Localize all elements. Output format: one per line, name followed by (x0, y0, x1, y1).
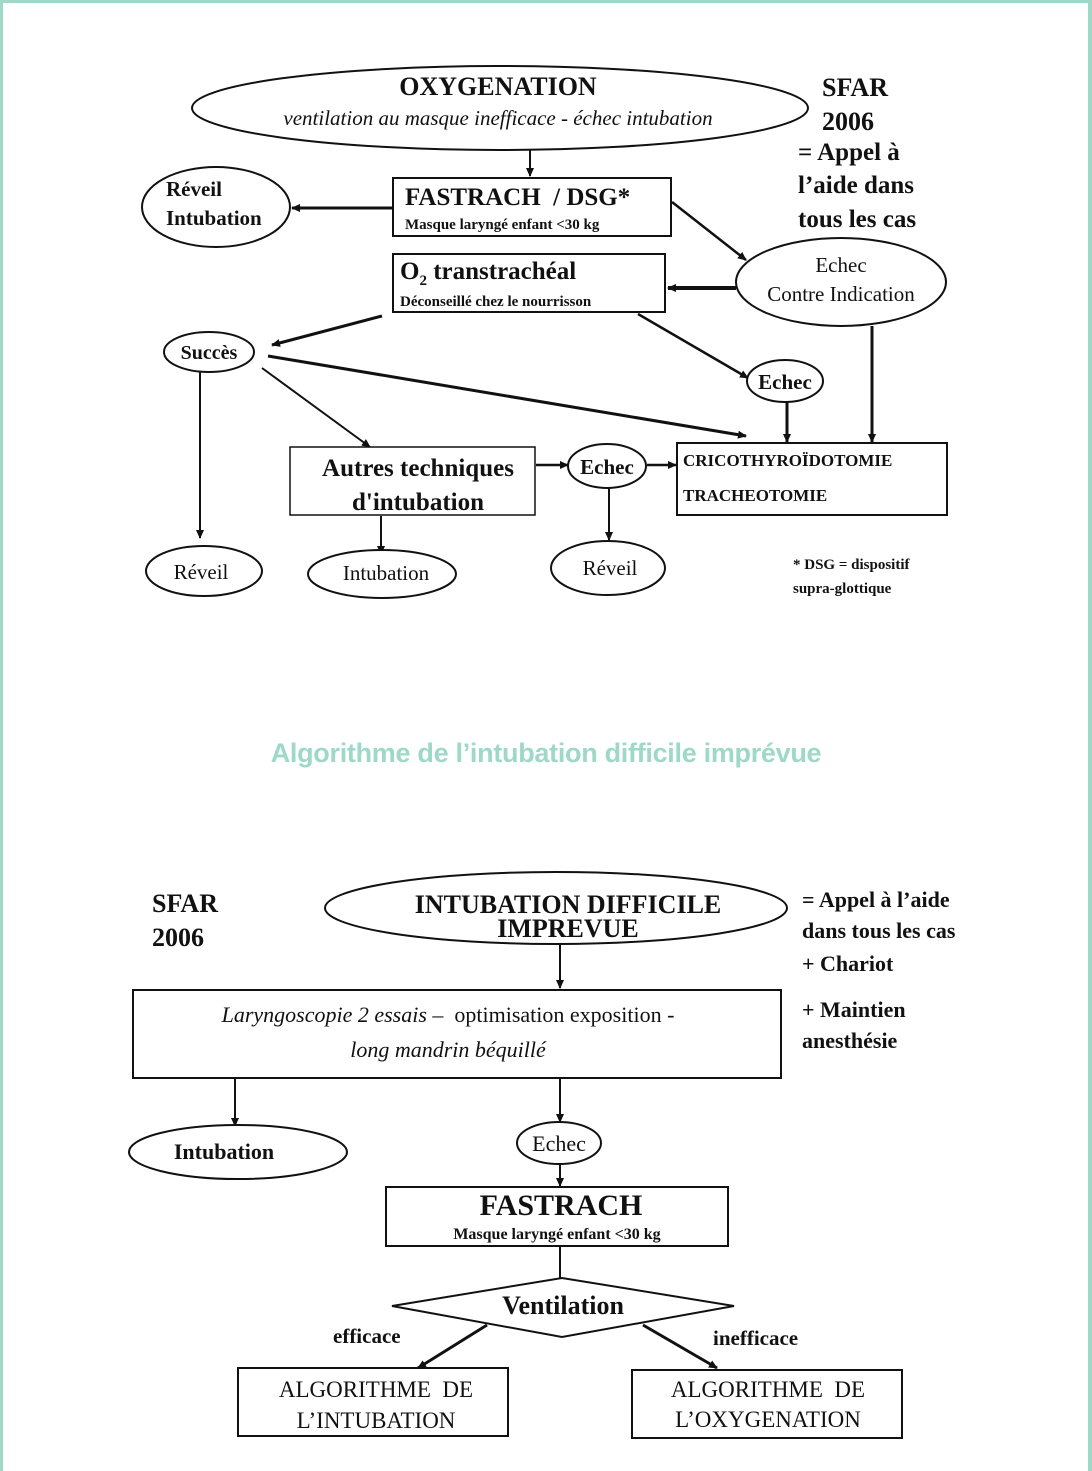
intubation-node: Intubation (307, 549, 457, 599)
arrow-succes-to-crico (267, 354, 747, 439)
reveil-intubation-node: Réveil Intubation (141, 166, 291, 248)
echec-right-node: Echec (746, 359, 824, 403)
help-note-line: = Appel à l’aide (802, 887, 950, 912)
echec-mid-node: Echec (567, 443, 647, 489)
help-note-line: dans tous les cas (802, 918, 956, 943)
footnote-line: * DSG = dispositif (793, 557, 910, 573)
fastrach-dsg-node: FASTRACH / DSG* Masque laryngé enfant <3… (392, 177, 672, 237)
node-text: Réveil (166, 177, 222, 201)
ventilation-decision-node: Ventilation (391, 1276, 735, 1339)
sfar-year: 2006 (152, 923, 204, 952)
intubation-node: Intubation (128, 1124, 348, 1180)
fastrach-node: FASTRACH Masque laryngé enfant <30 kg (385, 1186, 729, 1247)
arrow-ventilation-to-algo-oxygenation (642, 1323, 718, 1370)
help-note-line: tous les cas (798, 206, 916, 233)
echec-node: Echec (516, 1121, 602, 1165)
node-text: Ventilation (502, 1291, 624, 1320)
node-text: Intubation (166, 206, 262, 230)
oxygenation-subtitle: ventilation au masque inefficace - échec… (283, 106, 712, 130)
sfar-note-top: SFAR 2006 = Appel à l’aide dans tous les… (798, 73, 916, 233)
sfar-label: SFAR (152, 889, 218, 918)
node-text: INTUBATION DIFFICILE (415, 890, 722, 919)
node-text: L’OXYGENATION (675, 1407, 861, 1432)
sfar-label: SFAR (822, 73, 888, 102)
unexpected-difficult-intubation-diagram: SFAR 2006 INTUBATION DIFFICILE IMPREVUE … (128, 871, 956, 1439)
node-text: d'intubation (352, 489, 484, 516)
label-inefficace: inefficace (713, 1326, 798, 1350)
node-text: Echec (532, 1131, 586, 1156)
echec-contre-indication-node: Echec Contre Indication (735, 237, 947, 327)
node-text: Intubation (174, 1139, 274, 1164)
laryngoscopie-node: Laryngoscopie 2 essais – optimisation ex… (132, 989, 782, 1079)
fastrach-subtitle: Masque laryngé enfant <30 kg (453, 1226, 660, 1243)
arrow-fastrach-to-echec-ci (671, 201, 747, 261)
arrow-succes-to-autres (261, 367, 371, 448)
node-text: Réveil (174, 560, 229, 584)
connectors (231, 945, 718, 1370)
node-text: CRICOTHYROÏDOTOMIE (683, 451, 892, 470)
node-text: ALGORITHME DE (279, 1377, 473, 1402)
footnote-line: supra-glottique (793, 581, 892, 597)
reveil-mid-node: Réveil (550, 540, 666, 596)
node-text: Contre Indication (767, 282, 915, 306)
arrow-ventilation-to-algo-intubation (417, 1323, 488, 1370)
connectors (196, 150, 876, 555)
arrow-o2-to-succes (271, 314, 383, 347)
oxygenation-algorithm-diagram: OXYGENATION ventilation au masque ineffi… (141, 65, 948, 599)
node-text: TRACHEOTOMIE (683, 486, 827, 505)
arrow-o2-to-echec (637, 312, 749, 380)
o2-subtitle: Déconseillé chez le nourrisson (400, 294, 592, 310)
algo-oxygenation-node: ALGORITHME DE L’OXYGENATION (631, 1369, 903, 1439)
dsg-footnote: * DSG = dispositif supra-glottique (793, 557, 910, 597)
sfar-note-bottom-left: SFAR 2006 (152, 889, 218, 952)
algo-intubation-node: ALGORITHME DE L’INTUBATION (237, 1367, 509, 1437)
node-text: IMPREVUE (497, 914, 639, 943)
node-text: Echec (815, 253, 866, 277)
o2-title: O2 transtrachéal (400, 258, 576, 289)
fastrach-title: FASTRACH (480, 1189, 643, 1222)
node-text: Réveil (583, 556, 638, 580)
cricothyroidotomie-node: CRICOTHYROÏDOTOMIE TRACHEOTOMIE (676, 442, 948, 516)
oxygenation-title: OXYGENATION (399, 72, 597, 101)
help-note-line: + Maintien (802, 997, 906, 1022)
node-text: L’INTUBATION (297, 1408, 456, 1433)
node-text: Succès (181, 342, 238, 364)
help-note-bottom: = Appel à l’aide dans tous les cas + Cha… (802, 887, 956, 1053)
o2-transtracheal-node: O2 transtrachéal Déconseillé chez le nou… (392, 253, 666, 313)
help-note-line: l’aide dans (798, 172, 914, 199)
sfar-year: 2006 (822, 107, 874, 136)
fastrach-title: FASTRACH / DSG* (405, 184, 630, 211)
oxygenation-node: OXYGENATION ventilation au masque ineffi… (191, 65, 809, 151)
help-note-line: + Chariot (802, 951, 894, 976)
start-node: INTUBATION DIFFICILE IMPREVUE (324, 871, 788, 945)
help-note-line: = Appel à (798, 139, 900, 166)
help-note-line: anesthésie (802, 1028, 898, 1053)
node-text: Echec (580, 455, 634, 479)
node-text: ALGORITHME DE (671, 1377, 865, 1402)
laryngo-line-1: Laryngoscopie 2 essais – optimisation ex… (221, 1002, 675, 1027)
node-text: Echec (758, 370, 812, 394)
succes-node: Succès (163, 331, 255, 373)
fastrach-subtitle: Masque laryngé enfant <30 kg (405, 217, 600, 233)
label-efficace: efficace (333, 1324, 401, 1348)
autres-techniques-node: Autres techniques d'intubation (289, 446, 536, 516)
laryngo-line-2: long mandrin béquillé (350, 1037, 547, 1062)
figure-caption: Algorithme de l’intubation difficile imp… (270, 738, 822, 768)
reveil-left-node: Réveil (145, 545, 263, 597)
node-text: Autres techniques (322, 455, 514, 482)
node-text: Intubation (343, 561, 430, 585)
